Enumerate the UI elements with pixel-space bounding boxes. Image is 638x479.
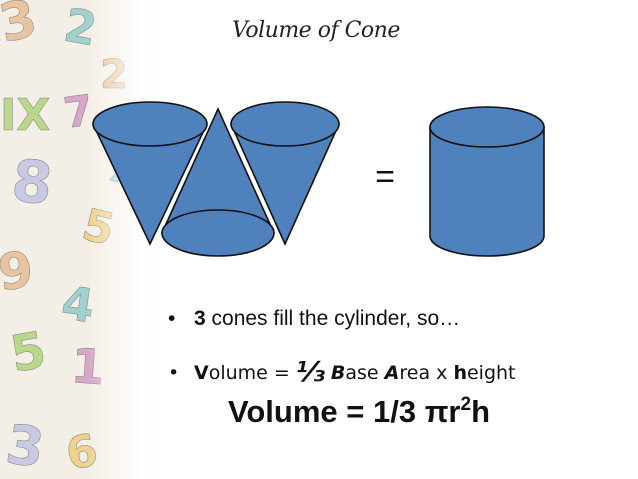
cones-count: 3 xyxy=(194,307,206,330)
formula-tail: h xyxy=(471,394,491,429)
one-third-fraction: ⅓ xyxy=(295,355,325,388)
h-letter: h xyxy=(453,362,467,384)
volume-formula: Volume = 1/3 πr2h xyxy=(228,394,490,430)
cone-inverted-right xyxy=(230,101,340,246)
area-word: rea x xyxy=(399,362,454,384)
volume-word: olume = xyxy=(208,362,296,384)
height-word: eight xyxy=(466,362,516,384)
bullet1-text: cones fill the cylinder, so… xyxy=(205,307,461,330)
base-word: ase xyxy=(345,362,385,384)
formula-main: Volume = 1/3 πr xyxy=(228,394,461,429)
bullet-dot: • xyxy=(168,307,176,330)
cone-inverted-left xyxy=(92,101,208,246)
v-letter: V xyxy=(194,362,209,384)
decorative-number-border: 32IX78594513627 xyxy=(0,0,160,479)
equals-sign: = xyxy=(375,158,395,196)
bullet-cones-fill: • 3 cones fill the cylinder, so… xyxy=(168,307,460,331)
b-letter: B xyxy=(330,362,346,384)
a-letter: A xyxy=(384,362,400,384)
cylinder xyxy=(429,106,545,257)
bullet-volume-definition: • Volume = ⅓ Base Area x height xyxy=(168,355,516,388)
formula-exponent: 2 xyxy=(460,394,472,415)
bullet-dot: • xyxy=(168,362,180,384)
slide-title: Volume of Cone xyxy=(232,18,400,43)
cone-upright-middle xyxy=(160,107,276,257)
